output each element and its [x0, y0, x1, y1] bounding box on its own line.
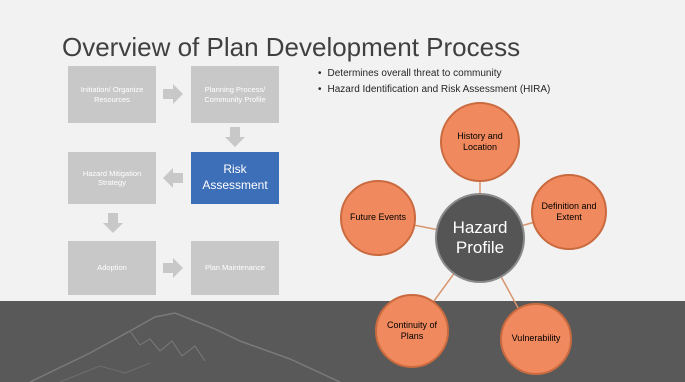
step-initiation-box: Initiation/ Organize Resources — [68, 66, 156, 123]
arrow-right-icon — [163, 84, 183, 104]
hub-node-history-location: History and Location — [440, 102, 520, 182]
mountain-outline-graphic — [29, 312, 341, 382]
slide-title: Overview of Plan Development Process — [62, 32, 521, 62]
step-risk-assessment-box: Risk Assessment — [191, 152, 279, 204]
arrow-left-icon — [163, 168, 183, 188]
bullet-list: Determines overall threat to community H… — [318, 68, 551, 100]
arrow-down-icon — [103, 213, 123, 233]
arrow-right-icon — [163, 258, 183, 278]
hub-node-vulnerability: Vulnerability — [500, 303, 572, 375]
hub-node-definition-extent: Definition and Extent — [531, 174, 607, 250]
step-plan-maintenance-box: Plan Maintenance — [191, 241, 279, 295]
step-adoption-box: Adoption — [68, 241, 156, 295]
hub-center-hazard-profile: Hazard Profile — [435, 193, 525, 283]
arrow-down-icon — [225, 127, 245, 147]
hub-node-continuity-of-plans: Continuity of Plans — [375, 294, 449, 368]
bullet-item: Hazard Identification and Risk Assessmen… — [318, 84, 551, 95]
step-planning-process-box: Planning Process/ Community Profile — [191, 66, 279, 123]
bullet-item: Determines overall threat to community — [318, 68, 550, 79]
hub-node-future-events: Future Events — [340, 180, 416, 256]
step-hazard-mitigation-box: Hazard Mitigation Strategy — [68, 152, 156, 204]
